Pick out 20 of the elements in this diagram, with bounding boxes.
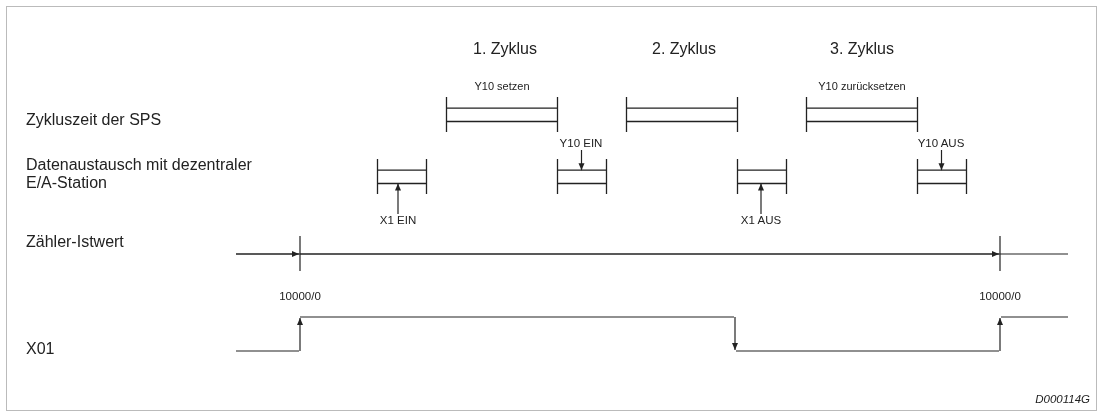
counter-value: 10000/0	[979, 290, 1021, 302]
bar-label: Y10 zurücksetzen	[818, 80, 906, 92]
drawing-number: D000114G	[1035, 393, 1090, 405]
cycle-heading: 1. Zyklus	[473, 40, 537, 58]
signal-label: Y10 AUS	[917, 137, 965, 149]
signal-label: X1 AUS	[740, 214, 782, 226]
cycle-heading: 2. Zyklus	[652, 40, 716, 58]
counter-value: 10000/0	[279, 290, 321, 302]
row-label: Zykluszeit der SPS	[26, 111, 162, 129]
row-label: X01	[26, 340, 55, 358]
arrow	[578, 149, 585, 171]
row-label: Datenaustausch mit dezentraler E/A-Station	[26, 156, 253, 192]
bar-label: Y10 setzen	[474, 80, 530, 92]
arrow	[758, 182, 764, 215]
signal-label: X1 EIN	[379, 214, 417, 226]
cycle-heading: 3. Zyklus	[830, 40, 894, 58]
arrow	[938, 149, 945, 171]
arrow	[395, 182, 401, 215]
signal-label: Y10 EIN	[559, 137, 603, 149]
row-label: Zähler-Istwert	[26, 233, 124, 251]
